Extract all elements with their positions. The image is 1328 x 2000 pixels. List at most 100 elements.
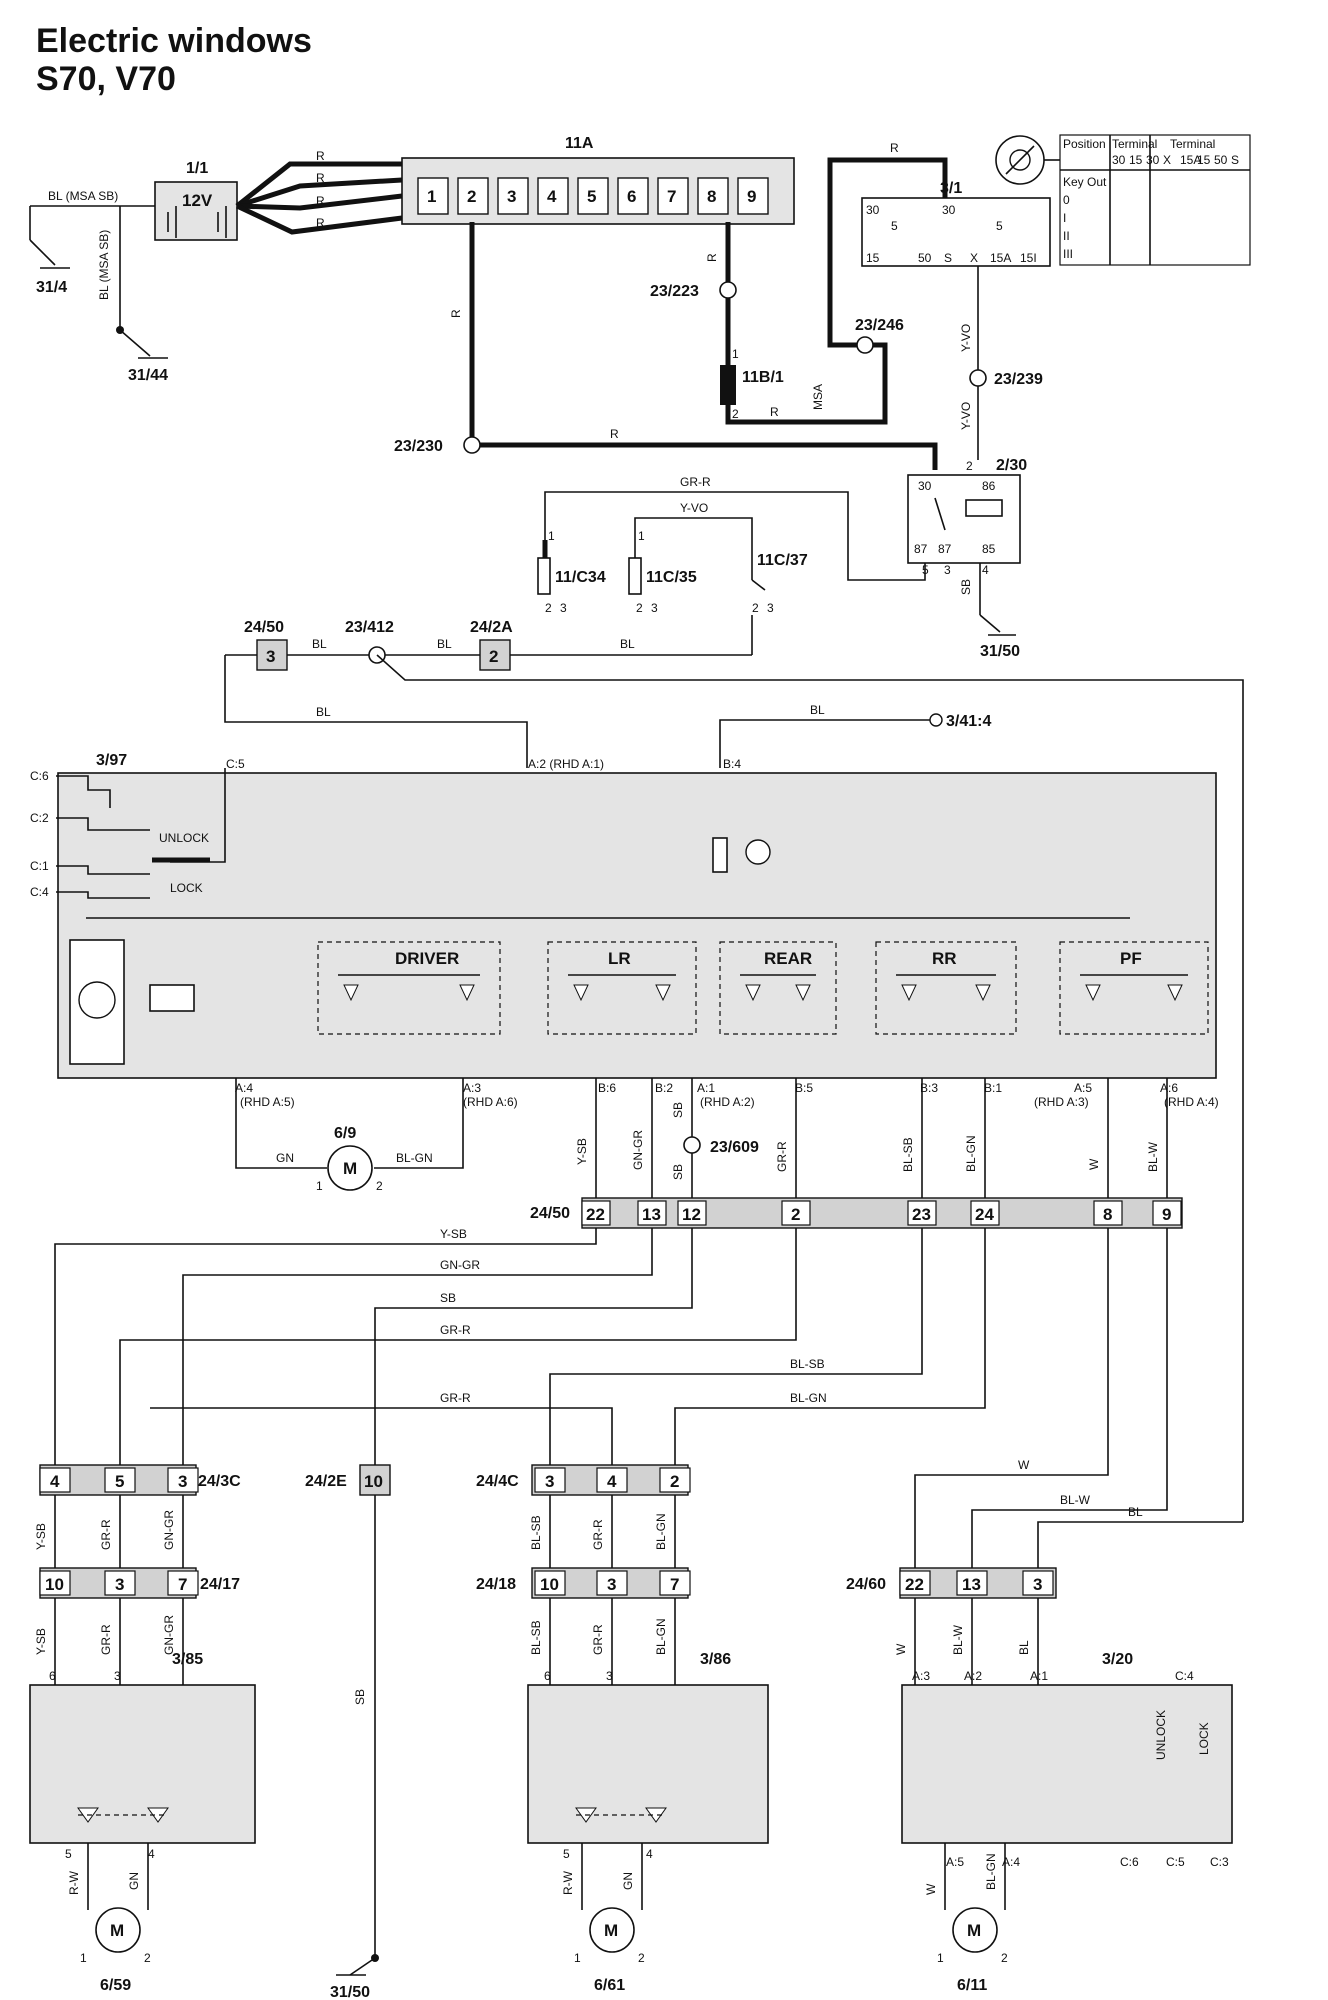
switch-driver xyxy=(317,941,501,1035)
conn-24-17-pin-label-3: 3 xyxy=(115,1575,124,1594)
fuse-3-label: 3 xyxy=(507,187,516,206)
splice-23-609 xyxy=(683,1136,701,1154)
wire-blsb-low: BL-SB xyxy=(790,1357,825,1371)
wire-row-b-4: GR-R xyxy=(591,1624,605,1655)
splice-23-230-label: 23/230 xyxy=(394,438,443,455)
conn-24-60-label: 24/60 xyxy=(846,1576,886,1593)
motor-2-label: 6/11 xyxy=(957,1977,987,1994)
conn-24-50-small-label: 24/50 xyxy=(244,619,284,636)
conn-24-2a-pin: 2 xyxy=(489,647,498,666)
wire-sb-gnd: SB xyxy=(353,1689,367,1705)
wire-yvo-2: Y-VO xyxy=(959,402,973,430)
tbl-row-4: III xyxy=(1063,247,1073,261)
ignition-label: 3/1 xyxy=(940,180,962,197)
door-1-pin6: 6 xyxy=(544,1669,551,1683)
temp-sensor-icon xyxy=(745,839,771,865)
tbl-terminal-1: 15 xyxy=(1129,153,1143,167)
wire-r-fuse2: R xyxy=(449,309,463,318)
relay-pin-87: 87 xyxy=(914,542,928,556)
conn-24-60-pin-label-3: 3 xyxy=(1033,1575,1042,1594)
tbl-terminal-0: 30 xyxy=(1112,153,1126,167)
wire-grr-top: GR-R xyxy=(680,475,711,489)
relay-pin-87b: 87 xyxy=(938,542,952,556)
motor-0-wire-b: GN xyxy=(127,1872,141,1890)
ign-pin-15i: 15I xyxy=(1020,251,1037,265)
mod-pin-b4: B:4 xyxy=(723,757,741,771)
wire-yvo-fuse: Y-VO xyxy=(680,501,708,515)
pf-lock-label: LOCK xyxy=(1197,1722,1211,1755)
motor-0-pin2: 2 xyxy=(144,1951,151,1965)
wire-row-c-0: W xyxy=(894,1643,908,1655)
fuse-11c34 xyxy=(537,557,551,595)
ground-31-44: 31/44 xyxy=(128,367,168,384)
fuse-6-label: 6 xyxy=(627,187,636,206)
conn-24-17-pin-10 xyxy=(39,1570,71,1596)
tbl-row-2: I xyxy=(1063,211,1066,225)
conn-24-60-pin-label-22: 22 xyxy=(905,1575,924,1594)
conn-24-18-pin-10 xyxy=(534,1570,566,1596)
pf-bottom-pin-0: A:5 xyxy=(946,1855,964,1869)
wire-r-top: R xyxy=(890,141,899,155)
relay-label: 2/30 xyxy=(996,457,1027,474)
door-module-3-20 xyxy=(901,1684,1233,1844)
wire-bl-d: BL xyxy=(316,705,331,719)
conn-24-3c-pin-label-3: 3 xyxy=(178,1472,187,1491)
motor-6-9 xyxy=(327,1145,373,1191)
conn-24-60-pin-13 xyxy=(956,1570,988,1596)
conn-24-17-pin-7 xyxy=(167,1570,199,1596)
conn-24-50-pin-22 xyxy=(581,1200,611,1226)
mod-pin-b1: B:1 xyxy=(984,1081,1002,1095)
ign-pin-x: X xyxy=(970,251,978,265)
fuse-11b-pin1: 1 xyxy=(732,347,739,361)
wire-row-a-5: BL-GN xyxy=(654,1513,668,1550)
conn-24-50-pin-8 xyxy=(1093,1200,1123,1226)
motor-6/59 xyxy=(95,1907,141,1953)
wire-bl-a: BL xyxy=(312,637,327,651)
mod-lock-label: LOCK xyxy=(170,881,203,895)
ign-pin-15: 15 xyxy=(866,251,880,265)
mod-pin-a3r: (RHD A:6) xyxy=(463,1095,518,1109)
ign-pin-5b: 5 xyxy=(996,219,1003,233)
mod-pin-a4r: (RHD A:5) xyxy=(240,1095,295,1109)
door-1-pin4: 4 xyxy=(646,1847,653,1861)
conn-24-18-pin-label-3: 3 xyxy=(607,1575,616,1594)
wire-blgn-low: BL-GN xyxy=(790,1391,827,1405)
wire-r-4: R xyxy=(316,216,325,230)
fuse-11b-pin2: 2 xyxy=(732,407,739,421)
wire-sb-m1: SB xyxy=(671,1102,685,1118)
conn-3-41-label: 3/41:4 xyxy=(946,713,991,730)
motor-2-wire-a: W xyxy=(924,1883,938,1895)
door-0-pin6: 6 xyxy=(49,1669,56,1683)
conn-24-4c-pin-label-2: 2 xyxy=(670,1472,679,1491)
tbl-terminal-6: 50 xyxy=(1214,153,1228,167)
mod-pin-a2: A:2 (RHD A:1) xyxy=(528,757,604,771)
tbl-row-0: Key Out xyxy=(1063,175,1107,189)
pf-top-pin-0: A:3 xyxy=(912,1669,930,1683)
door-1-pin5: 5 xyxy=(563,1847,570,1861)
ign-pin-30a: 30 xyxy=(866,203,880,217)
switch-pf-label: PF xyxy=(1120,949,1142,968)
mod-pin-a5r: (RHD A:3) xyxy=(1034,1095,1089,1109)
wire-yvo-1: Y-VO xyxy=(959,324,973,352)
wire-grr-low: GR-R xyxy=(440,1323,471,1337)
relay-pin-4: 4 xyxy=(982,563,989,577)
fuse-1-label: 1 xyxy=(427,187,436,206)
control-module-3-97 xyxy=(57,772,1217,1079)
wire-r-3: R xyxy=(316,194,325,208)
motor-6-9-label: 6/9 xyxy=(334,1125,356,1142)
wire-row-a-0: Y-SB xyxy=(34,1523,48,1550)
c34-pin2: 2 xyxy=(545,601,552,615)
mod-unlock-label: UNLOCK xyxy=(159,831,209,845)
ignition-switch xyxy=(861,197,1051,267)
conn-24-50-pin-23 xyxy=(907,1200,937,1226)
conn-24-50-pin-label-13: 13 xyxy=(642,1205,661,1224)
wire-gngr-low: GN-GR xyxy=(440,1258,480,1272)
door-3-86-label: 3/86 xyxy=(700,1651,731,1668)
conn-24-2e-pin: 10 xyxy=(364,1472,383,1491)
wire-gn-6-9: GN xyxy=(276,1151,294,1165)
mod-pin-b6: B:6 xyxy=(598,1081,616,1095)
battery-label: 1/1 xyxy=(186,160,208,177)
conn-24-50-pin-9 xyxy=(1152,1200,1182,1226)
door-0-pin3: 3 xyxy=(114,1669,121,1683)
conn-24-4c-pin-3 xyxy=(534,1467,566,1493)
